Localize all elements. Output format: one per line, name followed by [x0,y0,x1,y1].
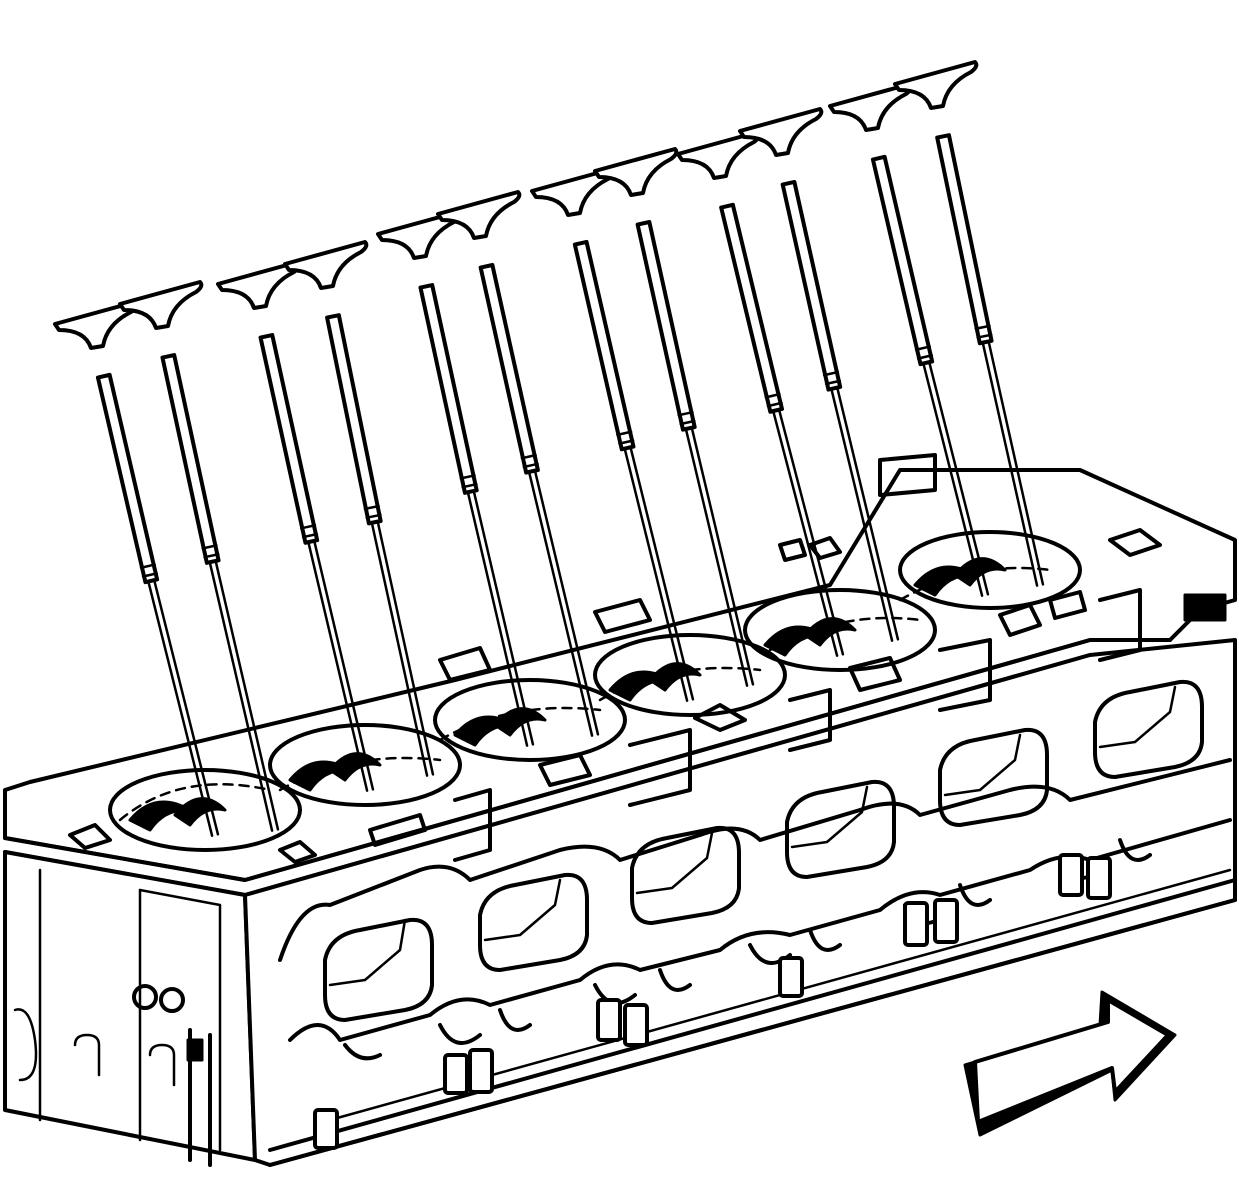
valve [593,147,755,687]
valves-group [53,60,1045,837]
valve-stem [870,154,935,367]
valve-stem [635,219,697,432]
valve-stem [160,353,221,565]
exhaust-port-5 [938,727,1049,827]
valve-head [118,280,204,330]
valve-head [283,240,369,290]
valve [828,82,990,597]
valve [676,130,845,657]
exhaust-port-4 [785,779,896,879]
exhaust-port-6 [1093,679,1204,779]
valve-stem [572,239,636,452]
valve-stem [418,283,479,495]
cylinder-head [3,453,1237,1167]
deck-passages [68,453,1227,864]
front-direction-arrow-icon [963,990,1177,1137]
valve-head [893,60,979,110]
valve [530,167,695,702]
valve [283,240,435,777]
valve-head [738,107,824,157]
mounting-bosses [313,853,1112,1150]
valve-stem [935,133,994,346]
valve-stem [95,372,160,585]
exhaust-port-3 [630,825,741,925]
valve-stem [325,313,383,526]
valve-stem [258,333,320,545]
valve-head [436,190,522,240]
valve [893,60,1045,587]
valve [436,190,600,737]
exhaust-port-1 [323,917,434,1022]
valve [118,280,280,832]
valve [738,107,900,642]
valve-stem [719,202,784,414]
valve [53,300,220,837]
exhaust-ports [323,679,1204,1022]
head-left-end [3,850,257,1162]
valve-head [593,147,679,197]
valve-stem [478,262,540,475]
exhaust-port-2 [478,872,589,972]
valve-stem [780,179,843,392]
